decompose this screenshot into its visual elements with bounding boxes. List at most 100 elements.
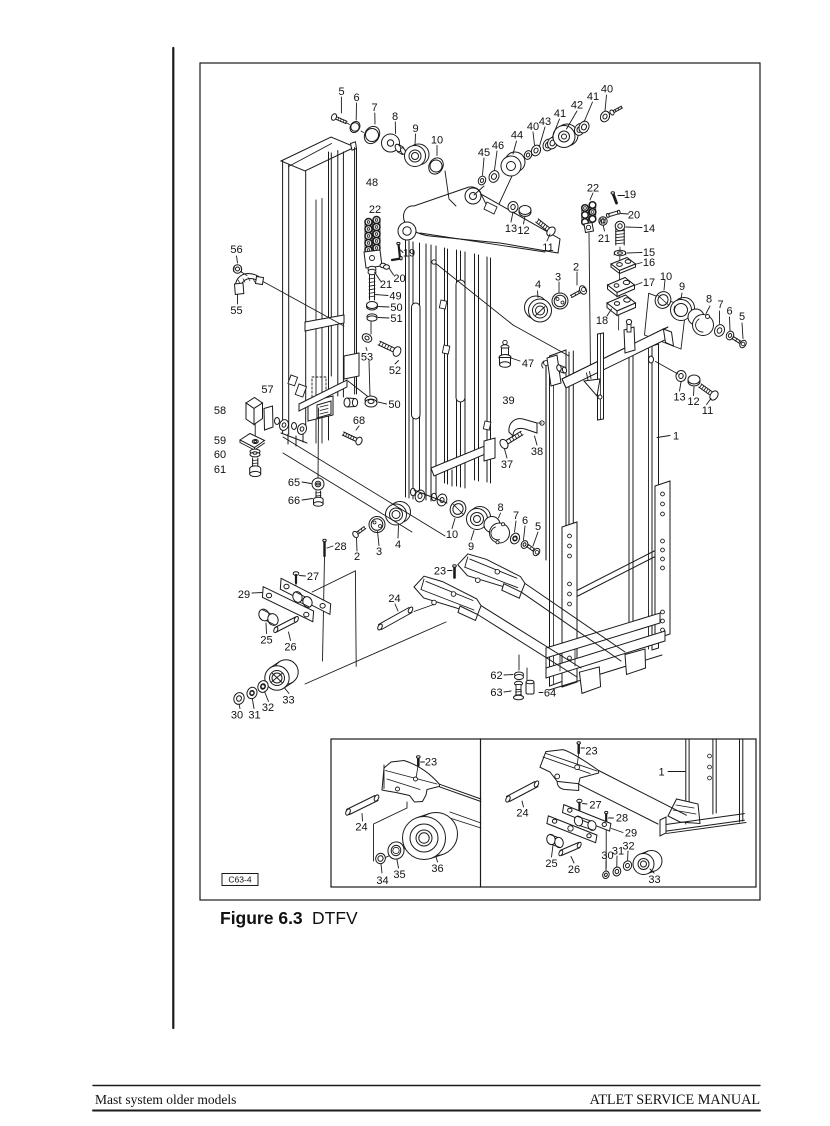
- svg-text:68: 68: [353, 415, 365, 427]
- svg-text:12: 12: [517, 225, 529, 237]
- svg-text:50: 50: [388, 399, 400, 411]
- svg-text:55: 55: [230, 305, 242, 317]
- svg-text:16: 16: [643, 257, 655, 269]
- svg-text:26: 26: [568, 864, 580, 876]
- svg-text:3: 3: [555, 272, 561, 284]
- svg-text:17: 17: [643, 277, 655, 289]
- svg-text:10: 10: [446, 529, 458, 541]
- svg-text:40: 40: [527, 121, 539, 133]
- svg-text:41: 41: [587, 91, 599, 103]
- svg-text:21: 21: [598, 233, 610, 245]
- svg-text:9: 9: [679, 281, 685, 293]
- svg-text:15: 15: [643, 247, 655, 259]
- svg-text:27: 27: [307, 571, 319, 583]
- svg-text:ATLET SERVICE MANUAL: ATLET SERVICE MANUAL: [590, 1092, 760, 1108]
- svg-text:5: 5: [535, 521, 541, 533]
- svg-text:9: 9: [412, 123, 418, 135]
- svg-text:28: 28: [616, 813, 628, 825]
- svg-text:9: 9: [468, 541, 474, 553]
- svg-text:58: 58: [214, 405, 226, 417]
- svg-text:13: 13: [505, 223, 517, 235]
- svg-text:7: 7: [717, 299, 723, 311]
- svg-text:25: 25: [260, 635, 272, 647]
- svg-text:6: 6: [522, 515, 528, 527]
- svg-text:29: 29: [625, 828, 637, 840]
- svg-text:31: 31: [248, 710, 260, 722]
- svg-text:56: 56: [230, 244, 242, 256]
- svg-text:23: 23: [434, 566, 446, 578]
- svg-text:1: 1: [658, 767, 664, 779]
- svg-text:50: 50: [390, 302, 402, 314]
- svg-text:18: 18: [596, 315, 608, 327]
- svg-text:39: 39: [502, 395, 514, 407]
- svg-text:13: 13: [673, 392, 685, 404]
- svg-text:20: 20: [628, 210, 640, 222]
- svg-text:19: 19: [403, 248, 415, 260]
- svg-text:51: 51: [390, 313, 402, 325]
- svg-text:33: 33: [648, 874, 660, 886]
- svg-text:47: 47: [522, 358, 534, 370]
- svg-text:48: 48: [366, 177, 378, 189]
- svg-text:26: 26: [284, 642, 296, 654]
- svg-text:Mast system older models: Mast system older models: [95, 1092, 236, 1107]
- svg-text:23: 23: [425, 757, 437, 769]
- svg-text:36: 36: [431, 863, 443, 875]
- svg-text:3: 3: [376, 546, 382, 558]
- svg-text:10: 10: [660, 271, 672, 283]
- svg-text:6: 6: [726, 306, 732, 318]
- svg-text:22: 22: [587, 183, 599, 195]
- svg-text:27: 27: [589, 800, 601, 812]
- svg-text:49: 49: [389, 291, 401, 303]
- svg-text:66: 66: [288, 495, 300, 507]
- svg-text:33: 33: [282, 695, 294, 707]
- svg-text:57: 57: [261, 384, 273, 396]
- svg-text:45: 45: [478, 147, 490, 159]
- svg-text:21: 21: [380, 279, 392, 291]
- svg-text:5: 5: [739, 311, 745, 323]
- svg-text:24: 24: [388, 593, 400, 605]
- svg-text:6: 6: [353, 92, 359, 104]
- svg-text:29: 29: [238, 589, 250, 601]
- svg-text:8: 8: [392, 111, 398, 123]
- svg-text:44: 44: [511, 130, 523, 142]
- svg-text:12: 12: [687, 396, 699, 408]
- svg-text:4: 4: [535, 279, 541, 291]
- svg-text:24: 24: [516, 808, 528, 820]
- svg-text:60: 60: [214, 449, 226, 461]
- svg-text:43: 43: [539, 116, 551, 128]
- svg-text:30: 30: [231, 710, 243, 722]
- svg-text:2: 2: [573, 262, 579, 274]
- svg-text:1: 1: [673, 431, 679, 443]
- svg-text:5: 5: [338, 86, 344, 98]
- svg-text:8: 8: [497, 502, 503, 514]
- svg-text:Figure 6.3: Figure 6.3: [220, 908, 303, 928]
- svg-text:63: 63: [490, 687, 502, 699]
- svg-text:64: 64: [544, 688, 556, 700]
- svg-text:28: 28: [334, 541, 346, 553]
- svg-text:34: 34: [376, 875, 388, 887]
- svg-text:40: 40: [601, 84, 613, 96]
- svg-text:11: 11: [702, 405, 713, 417]
- svg-text:65: 65: [288, 477, 300, 489]
- svg-text:30: 30: [601, 850, 613, 862]
- svg-text:24: 24: [355, 822, 367, 834]
- svg-text:10: 10: [431, 135, 443, 147]
- svg-text:11: 11: [542, 242, 553, 254]
- svg-text:19: 19: [624, 189, 636, 201]
- svg-text:61: 61: [214, 464, 226, 476]
- svg-text:8: 8: [706, 294, 712, 306]
- svg-text:7: 7: [371, 102, 377, 114]
- svg-text:23: 23: [585, 746, 597, 758]
- svg-text:31: 31: [612, 846, 624, 858]
- svg-text:32: 32: [262, 702, 274, 714]
- svg-text:59: 59: [214, 435, 226, 447]
- svg-text:7: 7: [513, 510, 519, 522]
- svg-text:42: 42: [571, 100, 583, 112]
- svg-text:52: 52: [389, 365, 401, 377]
- svg-text:2: 2: [354, 551, 360, 563]
- svg-text:DTFV: DTFV: [312, 908, 358, 928]
- svg-text:32: 32: [622, 841, 634, 853]
- svg-text:35: 35: [393, 869, 405, 881]
- svg-text:38: 38: [531, 446, 543, 458]
- svg-text:14: 14: [643, 223, 655, 235]
